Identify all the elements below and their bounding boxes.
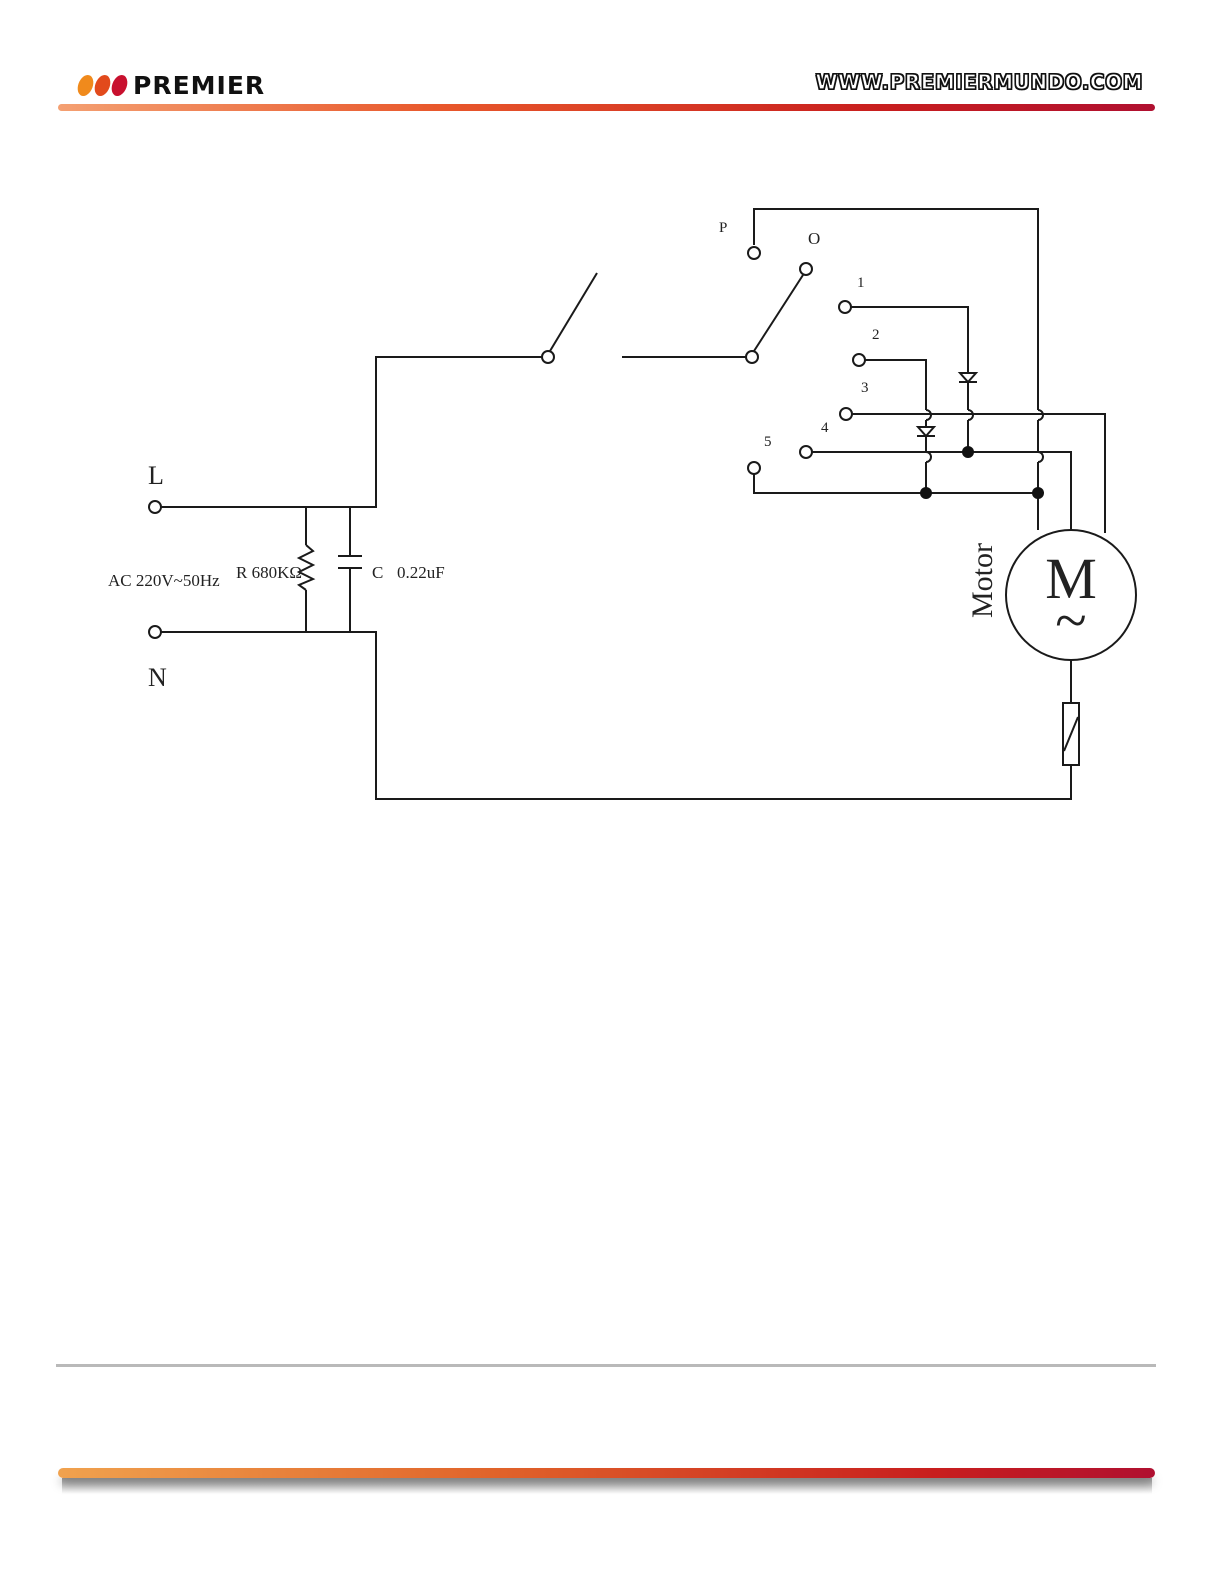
main-switch-contact: [542, 351, 554, 363]
capacitor-value-label: 0.22uF: [397, 563, 445, 582]
pos-1-label: 1: [857, 275, 865, 291]
selector-pos-o: [800, 263, 812, 275]
resistor-label: R 680KΩ: [236, 563, 302, 582]
motor-label: Motor: [966, 543, 999, 618]
wire-n-return: [161, 632, 1071, 799]
footer-shadow: [62, 1478, 1152, 1494]
pos-2-label: 2: [872, 327, 880, 343]
terminal-n-label: N: [148, 663, 167, 692]
wire-pos4: [812, 452, 1071, 543]
footer-gradient-bar: [58, 1468, 1155, 1478]
wire-pos5: [754, 474, 1038, 493]
wire-pos2: [865, 360, 926, 410]
terminal-n: [149, 626, 161, 638]
pos-3-label: 3: [861, 380, 869, 396]
selector-pos-3: [840, 408, 852, 420]
wire-l-to-switch: [161, 357, 544, 507]
capacitor-symbol-label: C: [372, 563, 383, 582]
diode-icon: [917, 427, 935, 436]
selector-pos-5: [748, 462, 760, 474]
pos-o-label: O: [808, 229, 820, 248]
selector-pos-2: [853, 354, 865, 366]
pos-p-label: P: [719, 220, 727, 236]
selector-common: [746, 351, 758, 363]
terminal-l: [149, 501, 161, 513]
selector-pos-4: [800, 446, 812, 458]
footer-divider: [56, 1364, 1156, 1367]
selector-pos-p: [748, 247, 760, 259]
wire-pos1: [849, 307, 968, 373]
diode-icon: [959, 373, 977, 382]
terminal-l-label: L: [148, 461, 164, 490]
thermal-fuse-icon: [1063, 703, 1079, 765]
selector-pos-1: [839, 301, 851, 313]
pos-4-label: 4: [821, 420, 829, 436]
capacitor-plates: [338, 556, 362, 568]
wire-pos2-bridge2: [926, 452, 931, 462]
wire-pos3: [852, 414, 1105, 533]
main-switch-blade: [550, 273, 597, 351]
selector-blade: [754, 275, 803, 351]
wire-p-bridge2: [1038, 452, 1043, 462]
supply-label: AC 220V~50Hz: [108, 571, 220, 590]
junction-dots: [920, 446, 1044, 499]
wire-p: [754, 209, 1038, 410]
motor-ac-symbol: ~: [1055, 588, 1086, 653]
pos-5-label: 5: [764, 434, 772, 450]
